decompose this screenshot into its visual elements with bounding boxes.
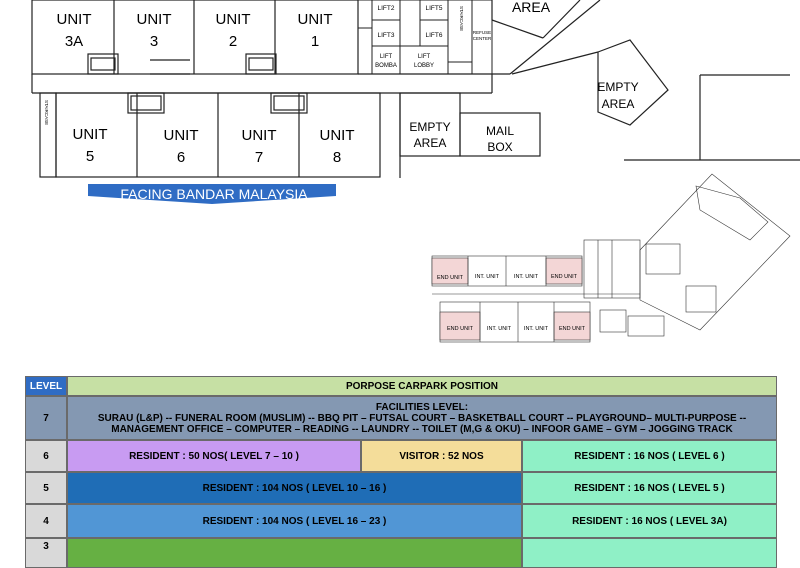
staircase-core-label: STAIRCASE (459, 6, 464, 31)
facilities-line-2: MANAGEMENT OFFICE – COMPUTER – READING -… (111, 423, 733, 435)
table-row: 3 (25, 538, 777, 568)
resident-cell: RESIDENT : 16 NOS ( LEVEL 5 ) (522, 472, 777, 504)
unit-3a-name: UNIT (57, 11, 92, 28)
facilities-cell: FACILITIES LEVEL: SURAU (L&P) -- FUNERAL… (67, 396, 777, 440)
table-row: 4 RESIDENT : 104 NOS ( LEVEL 16 – 23 ) R… (25, 504, 777, 538)
carpark-table: LEVEL PORPOSE CARPARK POSITION 7 FACILIT… (25, 376, 777, 568)
unit-7-name: UNIT (242, 127, 277, 144)
table-row: 7 FACILITIES LEVEL: SURAU (L&P) -- FUNER… (25, 396, 777, 440)
unit-6-num: 6 (177, 149, 185, 166)
unit-7-num: 7 (255, 149, 263, 166)
lift-bomba-l2: BOMBA (375, 63, 397, 69)
resident-cell: RESIDENT : 104 NOS ( LEVEL 10 – 16 ) (67, 472, 522, 504)
lift3-label: LIFT3 (378, 32, 395, 39)
lift6-label: LIFT6 (426, 32, 443, 39)
resident-cell (522, 538, 777, 568)
key-plan (431, 173, 791, 343)
level-cell: 5 (25, 472, 67, 504)
unit-5-num: 5 (86, 148, 94, 165)
refuse-center-l1: REFUSE (473, 30, 491, 35)
level-cell: 7 (25, 396, 67, 440)
resident-cell: RESIDENT : 104 NOS ( LEVEL 16 – 23 ) (67, 504, 522, 538)
lower-core (399, 92, 541, 178)
facilities-title: FACILITIES LEVEL: (375, 401, 469, 413)
unit-5-name: UNIT (73, 126, 108, 143)
table-row: 6 RESIDENT : 50 NOS( LEVEL 7 – 10 ) VISI… (25, 440, 777, 472)
floor-plan: UNIT 3A UNIT 3 UNIT 2 UNIT 1 LIFT2 LIFT3… (31, 0, 800, 343)
key-int-unit-3: INT. UNIT (487, 326, 512, 332)
key-int-unit-4: INT. UNIT (524, 326, 549, 332)
area-top (491, 0, 601, 75)
level-cell: 6 (25, 440, 67, 472)
staircase-left-label: STAIRCASE (44, 100, 49, 125)
key-end-unit-3: END UNIT (447, 326, 474, 332)
refuse-center-l2: CENTER (473, 36, 492, 41)
area-top-label: AREA (512, 0, 551, 15)
purpose-header: PORPOSE CARPARK POSITION (67, 376, 777, 396)
unit-6-name: UNIT (164, 127, 199, 144)
visitor-cell: VISITOR : 52 NOS (361, 440, 522, 472)
unit-1-name: UNIT (298, 11, 333, 28)
empty-area-l1: EMPTY (409, 120, 450, 134)
lift-core (357, 0, 493, 75)
lift2-label: LIFT2 (378, 5, 395, 12)
resident-cell: RESIDENT : 16 NOS ( LEVEL 3A) (522, 504, 777, 538)
level-header: LEVEL (25, 376, 67, 396)
key-int-unit-1: INT. UNIT (475, 274, 500, 280)
resident-cell: RESIDENT : 50 NOS( LEVEL 7 – 10 ) (67, 440, 361, 472)
level-cell: 4 (25, 504, 67, 538)
key-end-unit-1: END UNIT (437, 275, 464, 281)
empty-area-right (511, 39, 800, 161)
table-header-row: LEVEL PORPOSE CARPARK POSITION (25, 376, 777, 396)
facing-banner-text: FACING BANDAR MALAYSIA (120, 186, 308, 202)
empty-area-l2: AREA (414, 136, 447, 150)
empty-area-right-l1: EMPTY (597, 80, 638, 94)
unit-3-num: 3 (150, 33, 158, 50)
top-unit-block (31, 0, 359, 75)
mail-box-l2: BOX (487, 140, 512, 154)
unit-8-num: 8 (333, 149, 341, 166)
lift5-label: LIFT5 (426, 5, 443, 12)
resident-cell (67, 538, 522, 568)
corridor (31, 73, 493, 94)
facing-banner (88, 184, 336, 204)
unit-1-num: 1 (311, 33, 319, 50)
empty-area-right-l2: AREA (602, 97, 635, 111)
bottom-unit-block (39, 92, 381, 178)
unit-8-name: UNIT (320, 127, 355, 144)
unit-3-name: UNIT (137, 11, 172, 28)
unit-3a-num: 3A (65, 33, 83, 50)
key-end-unit-4: END UNIT (559, 326, 586, 332)
unit-2-name: UNIT (216, 11, 251, 28)
lift-bomba-l1: LIFT (380, 54, 393, 60)
mail-box-l1: MAIL (486, 124, 514, 138)
level-cell: 3 (25, 538, 67, 568)
lift-lobby-l2: LOBBY (414, 63, 434, 69)
facilities-line-1: SURAU (L&P) -- FUNERAL ROOM (MUSLIM) -- … (97, 412, 747, 424)
key-int-unit-2: INT. UNIT (514, 274, 539, 280)
unit-2-num: 2 (229, 33, 237, 50)
resident-cell: RESIDENT : 16 NOS ( LEVEL 6 ) (522, 440, 777, 472)
key-end-unit-2: END UNIT (551, 274, 578, 280)
table-row: 5 RESIDENT : 104 NOS ( LEVEL 10 – 16 ) R… (25, 472, 777, 504)
lift-lobby-l1: LIFT (418, 54, 431, 60)
